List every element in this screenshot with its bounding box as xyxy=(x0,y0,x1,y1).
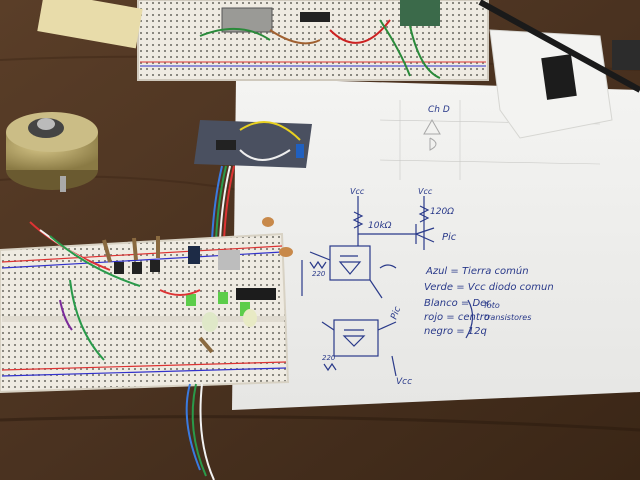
clear-led-2 xyxy=(243,309,257,327)
legend-line-3: Blanco = Der. xyxy=(424,298,493,309)
legend-line-4: rojo = centro xyxy=(424,312,490,323)
resistors xyxy=(102,236,214,354)
note-r1: 10kΩ xyxy=(368,221,392,231)
sensor-wires xyxy=(211,165,235,241)
note-r2: 120Ω xyxy=(430,207,454,217)
note-vcc1: Vcc xyxy=(418,187,433,196)
paper-faint-lines xyxy=(379,100,601,180)
top-ic xyxy=(300,12,330,22)
crystal xyxy=(218,250,240,270)
transistors xyxy=(114,260,160,274)
main-breadboard xyxy=(0,221,290,394)
dip-ic-chip xyxy=(541,54,577,100)
faint-note: Ch D xyxy=(428,105,450,115)
clear-led xyxy=(202,312,218,332)
ceramic-capacitor-2 xyxy=(262,217,274,227)
note-vcc2: Vcc xyxy=(350,187,365,196)
handwritten-schematic xyxy=(301,196,474,377)
pen xyxy=(478,0,640,93)
note-pic2: Pic xyxy=(389,305,403,321)
ceramic-capacitor xyxy=(279,247,293,257)
green-module xyxy=(400,0,440,26)
top-left-board xyxy=(37,0,143,49)
note-r4: 220 xyxy=(322,354,336,362)
note-vcc3: Vcc xyxy=(396,377,412,387)
brace-note-1: foto xyxy=(484,301,500,310)
rotary-encoder xyxy=(6,112,98,192)
capacitor xyxy=(188,246,200,264)
top-breadboard xyxy=(137,0,489,81)
main-ic xyxy=(236,288,276,300)
sensor-perfboard xyxy=(194,120,312,168)
faint-d-sketch xyxy=(429,137,437,151)
top-right-device xyxy=(612,40,640,70)
note-pic1: Pic xyxy=(442,232,457,243)
legend-line-1: Azul = Tierra común xyxy=(425,265,529,277)
note-r3: 220 xyxy=(312,270,326,278)
breadboard-wires xyxy=(29,221,201,361)
green-leds xyxy=(186,292,250,316)
faint-triangle-sketch xyxy=(423,118,441,135)
legend-line-2: Verde = Vcc diodo comun xyxy=(424,282,554,293)
brace-note-2: transistores xyxy=(484,313,531,322)
dangling-wires xyxy=(185,383,215,480)
legend-line-5: negro = 12q xyxy=(424,326,487,337)
